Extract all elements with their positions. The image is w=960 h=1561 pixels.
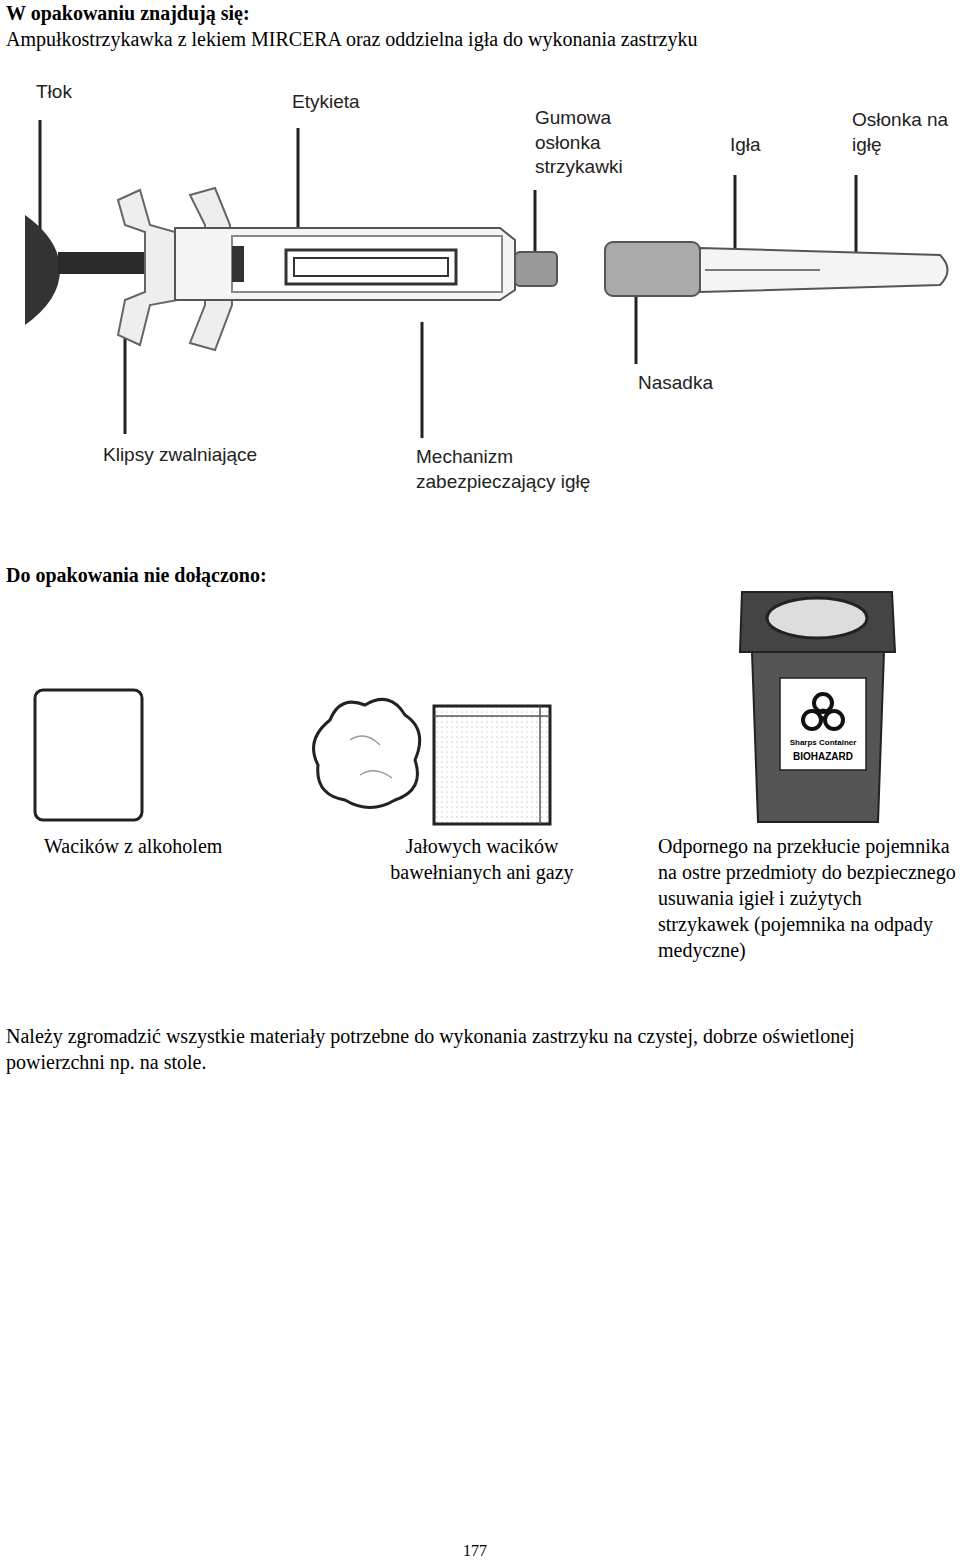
item-label: Wacików z alkoholem bbox=[44, 833, 274, 859]
part-label: Mechanizm zabezpieczający igłę bbox=[416, 445, 646, 494]
note: Należy zgromadzić wszystkie materiały po… bbox=[6, 1023, 956, 1075]
part-label: Igła bbox=[730, 133, 800, 158]
part-label: Nasadka bbox=[638, 371, 758, 396]
part-label: Klipsy zwalniające bbox=[103, 443, 323, 468]
item-label: Jałowych wacików bawełnianych ani gazy bbox=[362, 833, 602, 885]
part-label: Gumowa osłonka strzykawki bbox=[535, 106, 660, 180]
page-number: 177 bbox=[463, 1541, 503, 1561]
item-label: Odpornego na przekłucie pojemnika na ost… bbox=[658, 833, 956, 963]
part-label: Tłok bbox=[36, 80, 116, 105]
heading: W opakowaniu znajdują się: bbox=[6, 0, 606, 26]
container-text: BIOHAZARD bbox=[783, 751, 863, 762]
container-text: Sharps Container bbox=[783, 739, 863, 748]
part-label: Osłonka na igłę bbox=[852, 108, 952, 157]
subheading: Ampułkostrzykawka z lekiem MIRCERA oraz … bbox=[6, 26, 946, 52]
heading: Do opakowania nie dołączono: bbox=[6, 562, 606, 588]
part-label: Etykieta bbox=[292, 90, 412, 115]
